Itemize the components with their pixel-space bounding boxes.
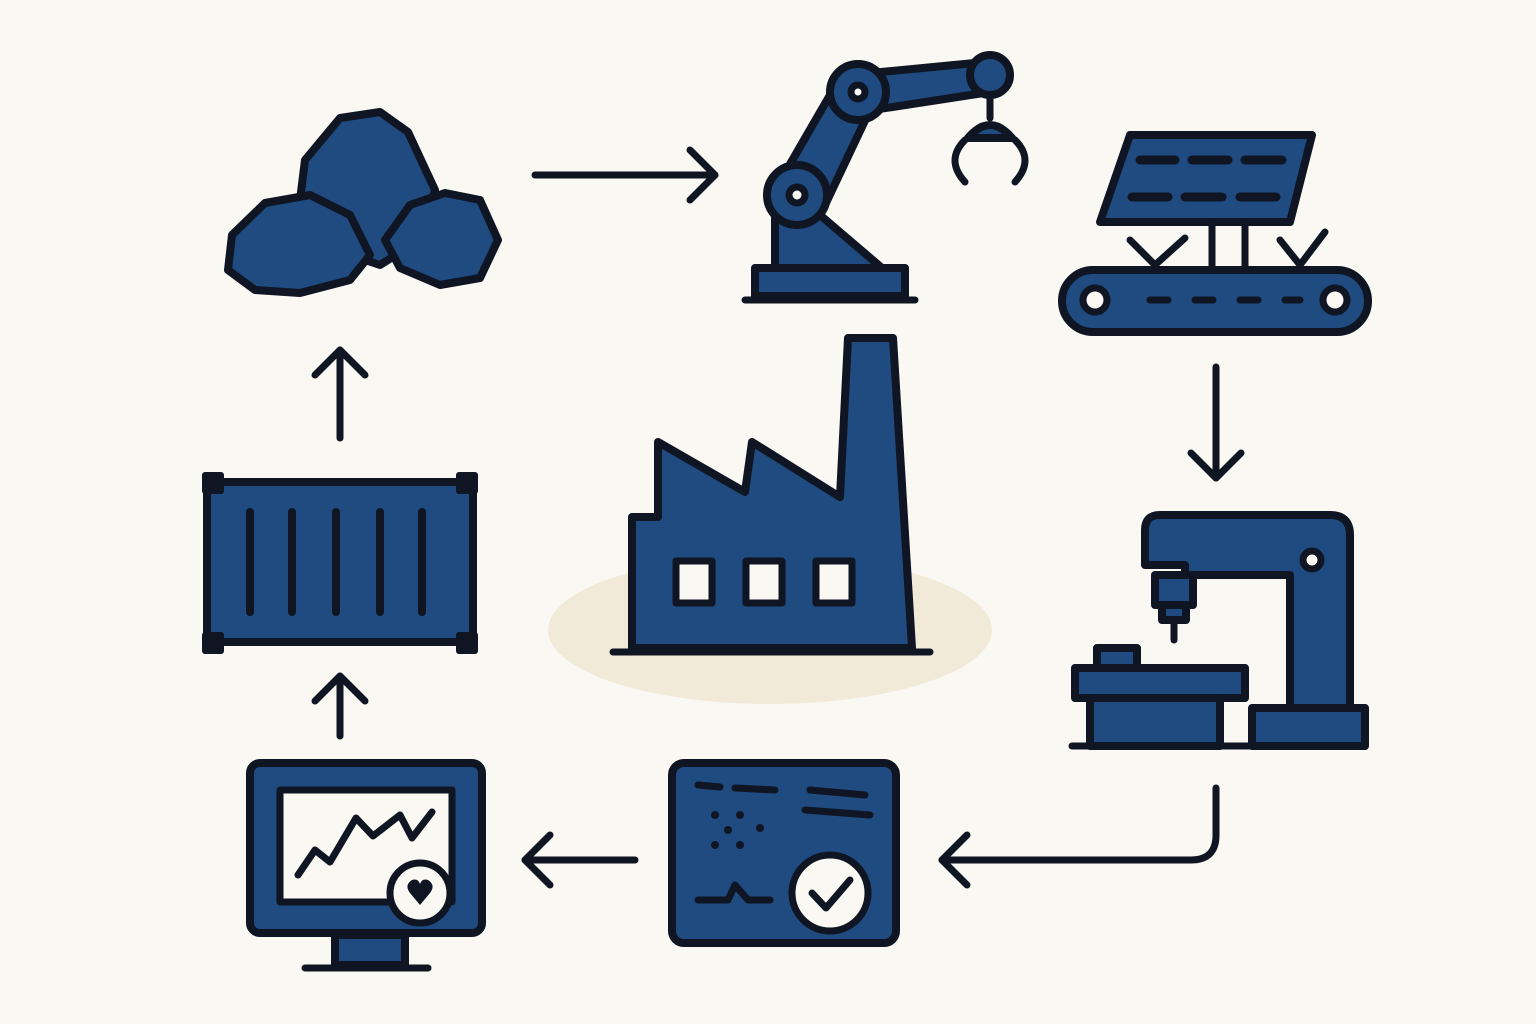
arrow-right [531,146,719,204]
solar-panel-conveyor-icon [1058,131,1372,336]
arrow-up-upper [311,346,369,442]
raw-materials-icon [224,108,502,297]
arrow-curved-left [938,784,1220,889]
arrow-up-lower [311,672,369,740]
shipping-container-icon [202,472,478,654]
factory-icon [609,334,934,656]
quality-inspection-icon [668,759,900,947]
arrow-left [521,831,639,889]
cnc-machine-icon [1068,511,1369,750]
monitoring-screen-icon [246,759,486,972]
arrow-down [1187,363,1245,482]
robot-arm-icon [741,51,1029,304]
